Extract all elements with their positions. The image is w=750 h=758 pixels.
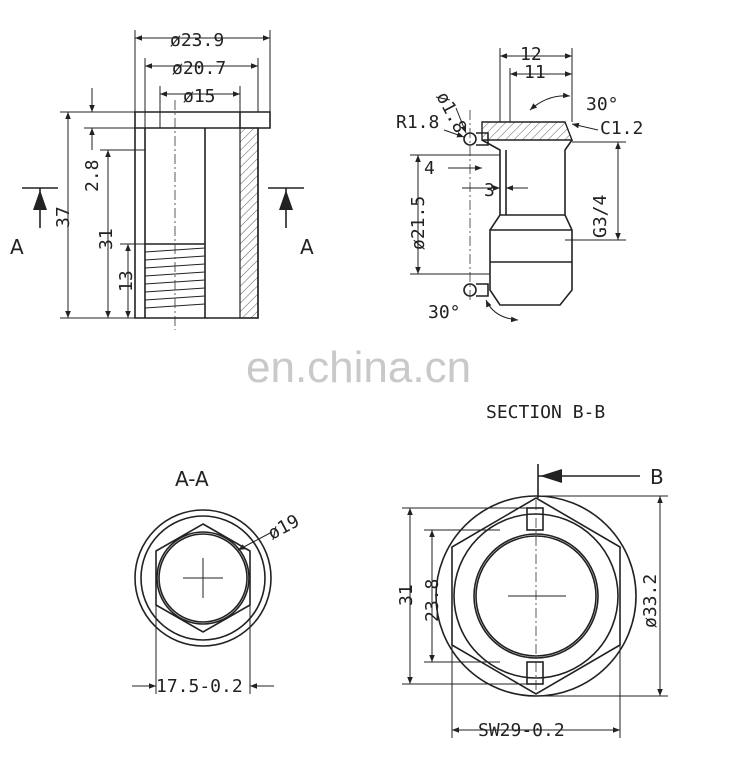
dim-11: 11 — [524, 62, 546, 83]
dim-dia-33-2: ø33.2 — [640, 574, 661, 628]
side-view: ø23.9 ø20.7 ø15 37 2.8 31 13 A A — [10, 30, 314, 330]
dim-3: 3 — [484, 180, 495, 201]
view-aa-title: A-A — [175, 467, 209, 491]
view-aa: A-A ø19 17.5-0.2 — [132, 467, 303, 697]
dim-4: 4 — [424, 158, 435, 179]
dim-dia-15: ø15 — [183, 86, 216, 107]
section-view: 12 11 ø1.8 R1.8 30° C1.2 4 3 ø21.5 G3/4 … — [396, 44, 643, 323]
dim-dia-20-7: ø20.7 — [172, 58, 226, 79]
dim-angle-bottom: 30° — [428, 302, 461, 323]
dim-17-5: 17.5-0.2 — [156, 676, 243, 697]
dim-g-3-4: G3/4 — [590, 195, 611, 238]
dim-r-1-8: R1.8 — [396, 112, 439, 133]
watermark: en.china.cn — [246, 343, 471, 392]
dim-31: 31 — [96, 228, 117, 250]
dim-sw-29: SW29-0.2 — [478, 720, 565, 741]
dim-c-1-2: C1.2 — [600, 118, 643, 139]
dim-2-8: 2.8 — [82, 159, 103, 192]
dim-37: 37 — [53, 206, 74, 228]
section-title: SECTION B-B — [486, 402, 605, 423]
hex-view: B 31 23.8 ø33.2 SW29-0.2 — [396, 464, 668, 741]
section-mark-b: B — [650, 465, 664, 489]
section-mark-a-left: A — [10, 235, 24, 259]
dim-13: 13 — [116, 270, 137, 292]
dim-dia-21-5: ø21.5 — [408, 196, 429, 250]
dim-dia-19: ø19 — [264, 511, 303, 545]
section-mark-a-right: A — [300, 235, 314, 259]
dim-23-8: 23.8 — [422, 579, 443, 622]
dim-dia-23-9: ø23.9 — [170, 30, 224, 51]
dim-31-hex: 31 — [396, 584, 417, 606]
dim-angle-top: 30° — [586, 94, 619, 115]
dim-12: 12 — [520, 44, 542, 65]
